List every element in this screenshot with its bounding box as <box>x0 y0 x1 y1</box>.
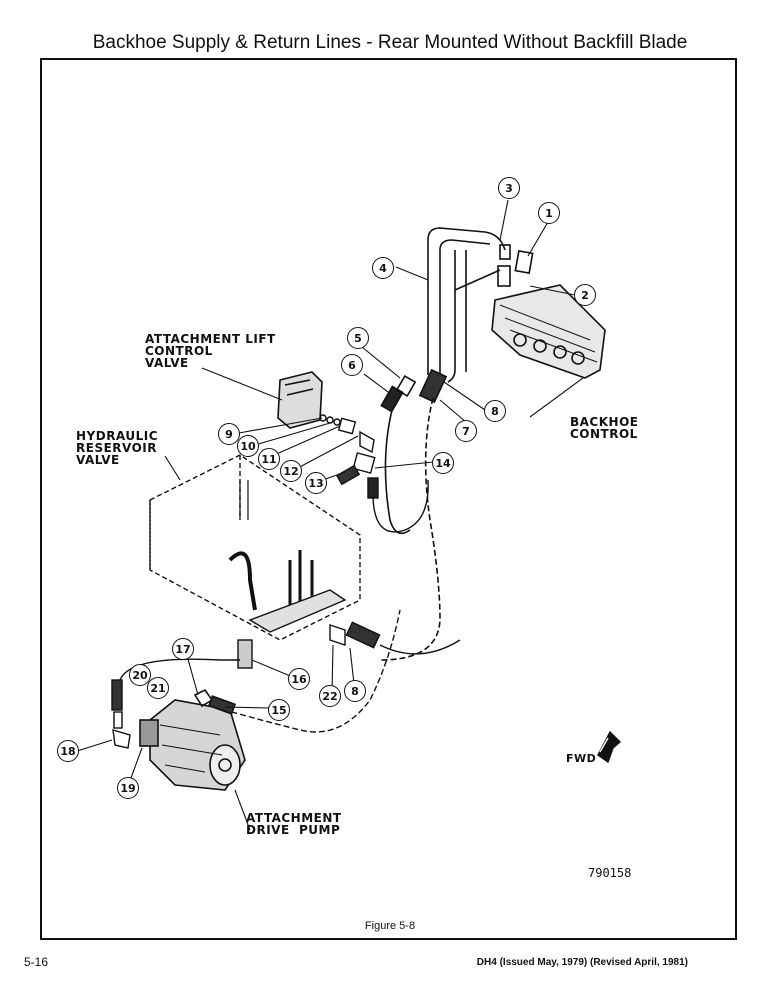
leader-lines <box>73 199 584 831</box>
callout-6: 6 <box>341 354 363 376</box>
callout-13: 13 <box>305 472 327 494</box>
drawing-number: 790158 <box>588 866 632 880</box>
hose-assemblies <box>379 368 448 661</box>
figure-caption: Figure 5-8 <box>364 920 416 932</box>
callout-7: 7 <box>455 420 477 442</box>
callout-11: 11 <box>258 448 280 470</box>
callout-16: 16 <box>288 668 310 690</box>
callout-20: 20 <box>129 664 151 686</box>
callout-17: 17 <box>172 638 194 660</box>
fittings-16-22 <box>237 621 461 669</box>
figure-frame <box>40 58 737 940</box>
callout-3: 3 <box>498 177 520 199</box>
callout-1: 1 <box>538 202 560 224</box>
label-hydraulic-reservoir-valve: HYDRAULIC RESERVOIR VALVE <box>76 429 159 467</box>
callout-2: 2 <box>574 284 596 306</box>
label-backhoe-control: BACKHOE CONTROL <box>570 415 639 441</box>
callout-19: 19 <box>117 777 139 799</box>
callout-8b: 8 <box>344 680 366 702</box>
callout-21: 21 <box>147 677 169 699</box>
callout-8: 8 <box>484 400 506 422</box>
issue-info: DH4 (Issued May, 1979) (Revised April, 1… <box>476 957 688 968</box>
page-title: Backhoe Supply & Return Lines - Rear Mou… <box>92 32 688 53</box>
pump-hoses <box>111 609 401 749</box>
attachment-drive-pump <box>139 688 246 791</box>
callout-22: 22 <box>319 685 341 707</box>
fittings-9-14 <box>319 414 429 533</box>
callout-12: 12 <box>280 460 302 482</box>
page-number: 5-16 <box>24 955 49 969</box>
fwd-label: FWD <box>566 752 597 765</box>
callout-4: 4 <box>372 257 394 279</box>
callout-9: 9 <box>218 423 240 445</box>
label-attachment-drive-pump: ATTACHMENT DRIVE PUMP <box>246 811 342 837</box>
callout-5: 5 <box>347 327 369 349</box>
callout-10: 10 <box>237 435 259 457</box>
callout-15: 15 <box>268 699 290 721</box>
upper-tubes <box>427 227 534 383</box>
callout-14: 14 <box>432 452 454 474</box>
label-attachment-lift-control-valve: ATTACHMENT LIFT CONTROL VALVE <box>145 332 276 370</box>
backhoe-control-valve <box>491 284 606 379</box>
fwd-arrow-icon <box>597 730 622 764</box>
hydraulic-reservoir <box>149 454 361 641</box>
callout-18: 18 <box>57 740 79 762</box>
